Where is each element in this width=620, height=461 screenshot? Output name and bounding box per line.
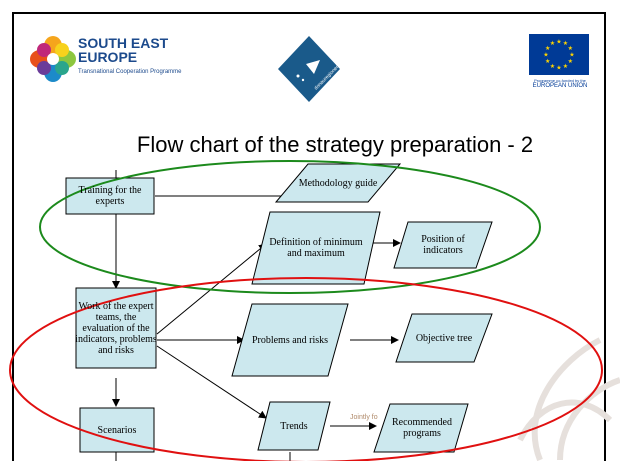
eu-star: ★	[550, 40, 555, 47]
eu-star: ★	[556, 65, 561, 72]
node-trends-label: Trends	[280, 420, 308, 432]
slide-frame	[12, 12, 606, 461]
eu-star: ★	[568, 45, 573, 52]
see-logo-title-line1: SOUTH EAST	[78, 35, 169, 51]
see-logo-title: SOUTH EAST EUROPE	[78, 36, 168, 64]
see-logo-subtitle: Transnational Cooperation Programme	[78, 69, 182, 75]
node-problems-shape	[231, 303, 349, 377]
node-recommended-shape	[373, 403, 469, 453]
eu-star: ★	[545, 58, 550, 65]
see-logo-title-line2: EUROPE	[78, 49, 138, 65]
slide-title: Flow chart of the strategy preparation -…	[136, 132, 534, 157]
node-trends-shape	[257, 401, 331, 451]
eu-star: ★	[545, 45, 550, 52]
node-work-shape	[75, 287, 157, 369]
node-scenarios-shape	[79, 407, 155, 453]
eu-star: ★	[569, 52, 574, 59]
node-work-label: Work of the expert teams, the evaluation…	[75, 300, 157, 356]
donauregionen-logo: donauregionen+	[276, 34, 343, 104]
red-ellipse	[9, 277, 603, 461]
eu-name-text: EUROPEAN UNION	[532, 83, 588, 89]
eu-flag-icon: ★★★★★★★★★★★★	[529, 34, 589, 75]
node-objective-label: Objective tree	[415, 332, 473, 344]
node-definition-shape	[251, 211, 381, 285]
node-training-shape	[65, 177, 155, 215]
eu-star: ★	[563, 40, 568, 47]
node-recommended-label: Recommended programs	[392, 417, 452, 439]
eu-logo: ★★★★★★★★★★★★ Programme co-funded by the …	[524, 34, 596, 90]
see-flower-icon	[30, 36, 76, 82]
node-position-label: Position of indicators	[421, 234, 465, 256]
node-training-label: Training for the experts	[78, 185, 142, 207]
green-ellipse	[39, 160, 541, 294]
node-problems-label: Problems and risks	[251, 334, 329, 346]
node-methodology-label: Methodology guide	[298, 177, 378, 189]
node-scenarios-label: Scenarios	[97, 424, 137, 436]
node-definition-label: Definition of minimum and maximum	[269, 237, 363, 259]
eu-cofunded-text: Programme co-funded by the	[534, 78, 586, 83]
eu-star: ★	[568, 58, 573, 65]
node-objective-shape	[395, 313, 493, 363]
arrow-work-to-trends	[156, 345, 267, 419]
eu-star: ★	[563, 63, 568, 70]
donauregionen-diamond-icon: donauregionen+	[278, 36, 343, 102]
south-east-europe-logo: SOUTH EAST EUROPE Transnational Cooperat…	[30, 30, 190, 90]
node-position-shape	[393, 221, 493, 269]
eu-star: ★	[550, 63, 555, 70]
decorative-swirl	[517, 337, 620, 461]
eu-star: ★	[556, 39, 561, 46]
eu-star: ★	[543, 52, 548, 59]
jointly-note: Jointly fo	[350, 414, 378, 421]
